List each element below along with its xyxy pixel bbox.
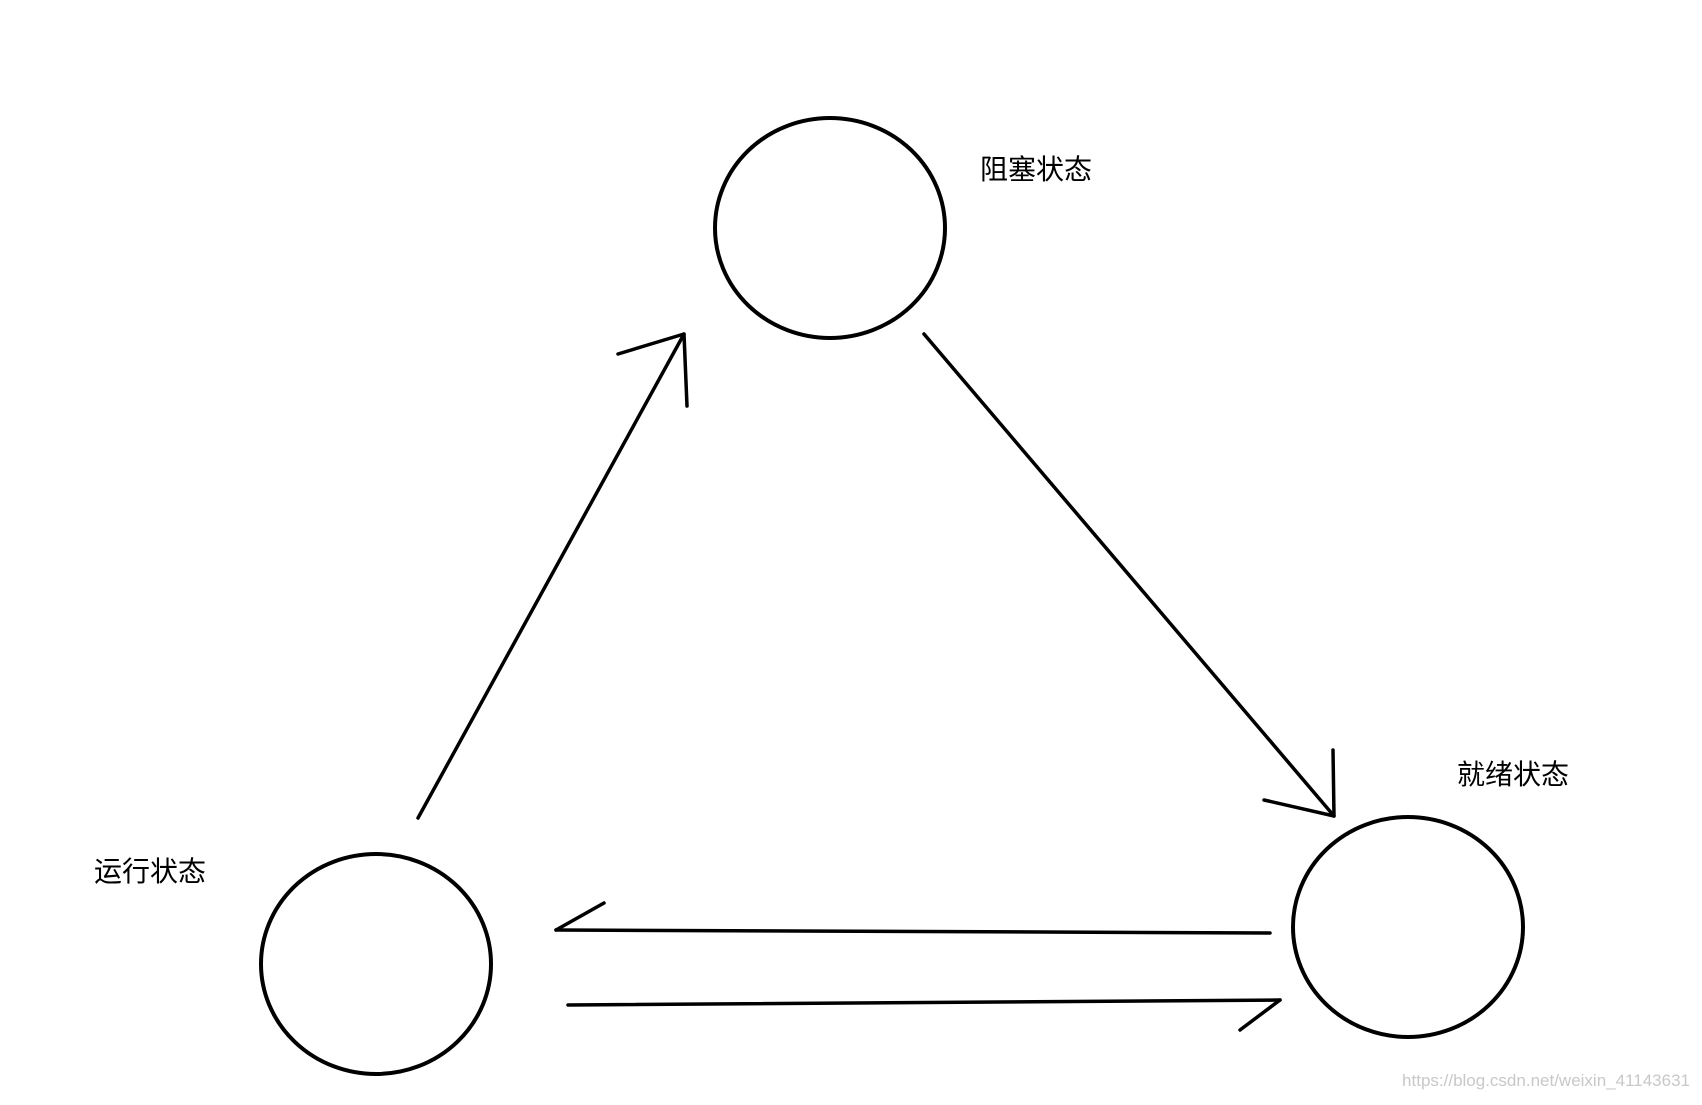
watermark-url: https://blog.csdn.net/weixin_41143631 (1402, 1071, 1690, 1090)
node-circle-running (259, 852, 493, 1076)
label-ready-state: 就绪状态 (1457, 758, 1570, 791)
edge-running-to-ready (566, 998, 1282, 1007)
arrowhead-running-to-blocked (616, 332, 689, 408)
edge-ready-to-running (554, 928, 1272, 935)
arrowhead-ready-to-running (554, 901, 606, 932)
edge-blocked-to-ready (922, 332, 1336, 818)
node-circle-ready (1291, 815, 1525, 1039)
label-running-state: 运行状态 (94, 855, 207, 888)
arrowhead-blocked-to-ready (1262, 748, 1336, 818)
edge-running-to-blocked (416, 332, 686, 820)
arrowhead-running-to-ready (1238, 998, 1282, 1032)
node-circle-blocked (713, 116, 947, 340)
label-blocked-state: 阻塞状态 (980, 153, 1093, 186)
